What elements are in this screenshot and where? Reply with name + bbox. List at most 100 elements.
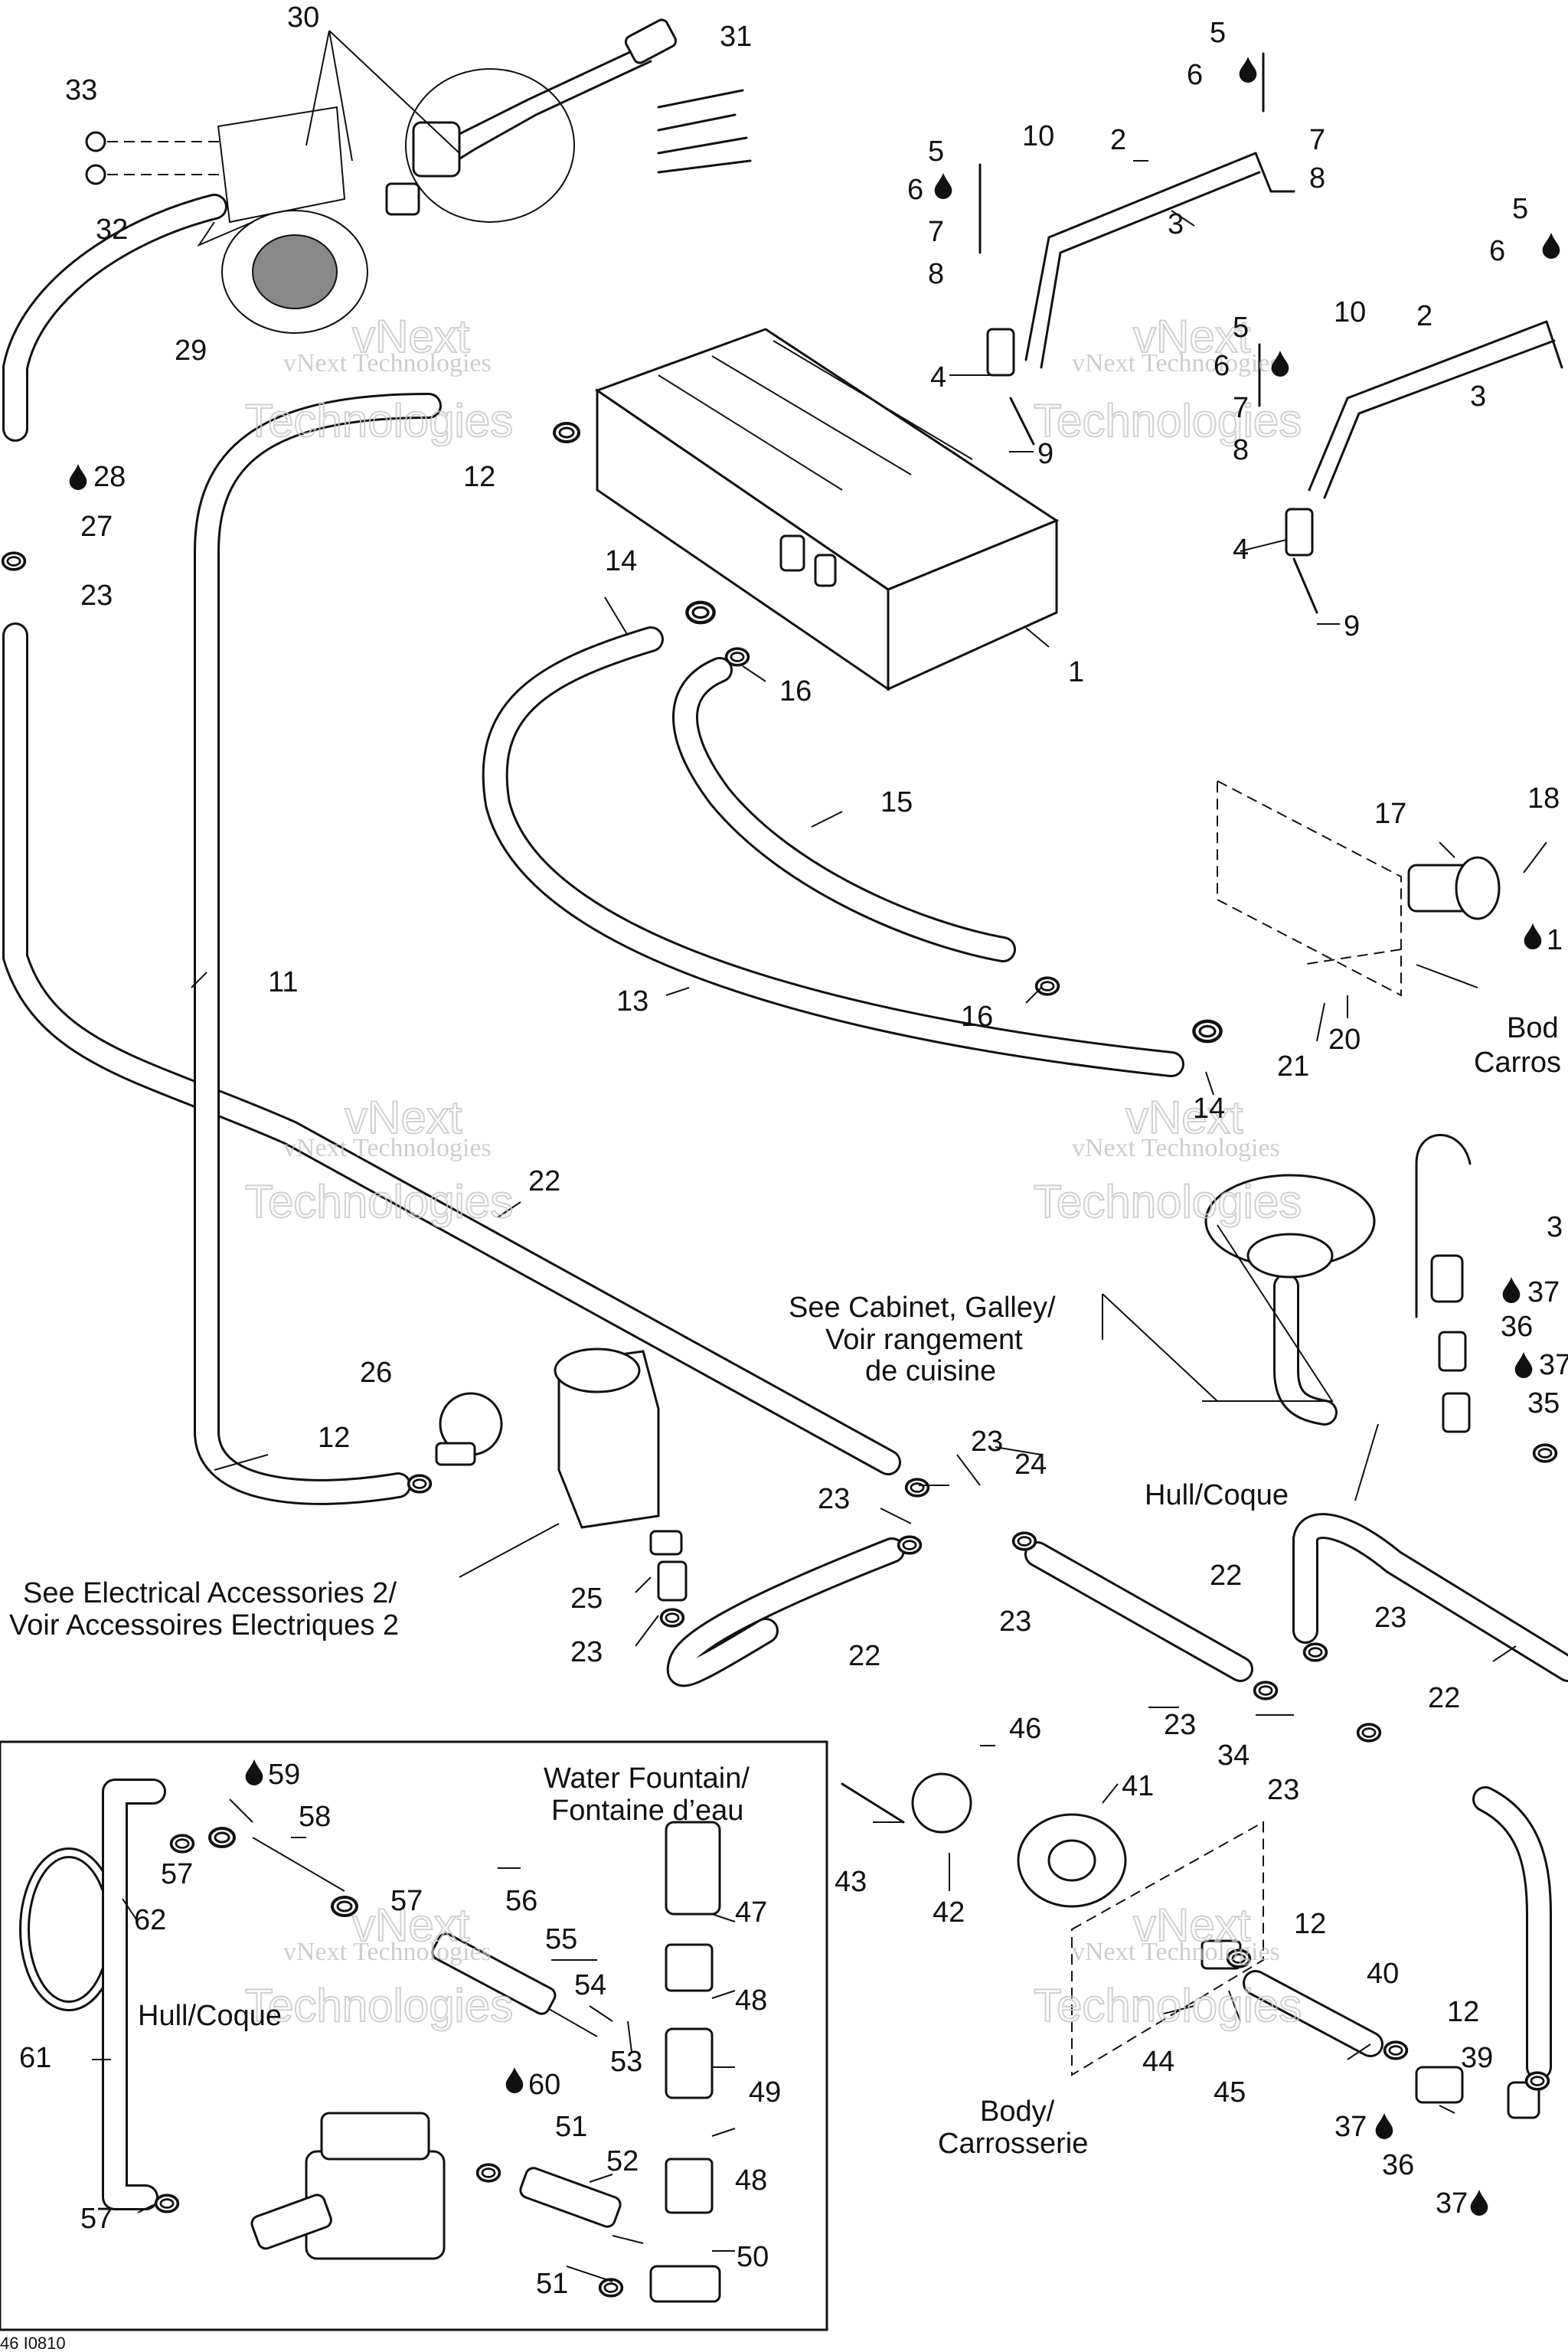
callout-33: 33 <box>65 74 97 106</box>
callout-5: 5 <box>1210 17 1226 49</box>
sealant-drop-icon <box>1524 923 1542 949</box>
note-hull-coque: Hull/Coque <box>1145 1479 1289 1511</box>
callout-40: 40 <box>1367 1958 1399 1990</box>
callout-2: 2 <box>1416 300 1432 332</box>
callout-55: 55 <box>545 1923 577 1955</box>
callout-23: 23 <box>570 1636 603 1668</box>
watermark-text: vNext Technologies <box>283 1134 492 1162</box>
callout-23: 23 <box>971 1426 1003 1458</box>
watermark-text: vNext Technologies <box>1072 349 1280 377</box>
callout-7: 7 <box>928 216 944 248</box>
callout-28: 28 <box>93 461 126 493</box>
callout-12: 12 <box>318 1422 350 1454</box>
callout-5: 5 <box>1233 312 1249 344</box>
callout-26: 26 <box>360 1357 392 1389</box>
callout-59: 59 <box>268 1759 300 1791</box>
callout-50: 50 <box>737 2241 769 2273</box>
callout-61: 61 <box>19 2042 51 2074</box>
callout-5: 5 <box>1512 193 1528 225</box>
callout-17: 17 <box>1374 798 1406 830</box>
callout-4: 4 <box>1233 534 1249 566</box>
callout-37: 37 <box>1527 1276 1560 1308</box>
callout-8: 8 <box>1309 162 1325 194</box>
watermark-text: Technologies <box>245 395 513 446</box>
callout-23: 23 <box>1374 1602 1406 1634</box>
sink <box>1204 1134 1472 1433</box>
callout-9: 9 <box>1037 438 1054 470</box>
note-body: Body/ <box>980 2096 1055 2128</box>
note-electrical: See Electrical Accessories 2/ <box>23 1577 397 1609</box>
watermark-text: vNext <box>1133 1900 1251 1951</box>
watermark-text: vNext <box>1133 311 1251 362</box>
callout-39: 39 <box>1461 2042 1493 2074</box>
callout-6: 6 <box>1489 235 1505 267</box>
note-body-top: Bod <box>1507 1012 1559 1044</box>
notes: Bod Carros See Cabinet, Galley/ Voir ran… <box>0 1012 1561 2352</box>
callout-27: 27 <box>80 511 113 543</box>
callout-22: 22 <box>528 1165 560 1197</box>
callout-12: 12 <box>1447 1996 1479 2028</box>
watermark-text: vNext <box>345 1092 462 1143</box>
callout-44: 44 <box>1142 2046 1174 2078</box>
deck-fitting-assembly <box>85 18 752 334</box>
callout-14: 14 <box>1193 1093 1225 1125</box>
callout-57: 57 <box>390 1885 423 1917</box>
watermark-text: vNext Technologies <box>283 1938 492 1966</box>
note-fountain: Fontaine d’eau <box>551 1795 743 1827</box>
watermark-text: Technologies <box>1034 395 1302 446</box>
sealant-drop-icon <box>245 1759 263 1785</box>
note-carrosserie: Carrosserie <box>938 2128 1088 2160</box>
note-electrical: Voir Accessoires Electriques 2 <box>9 1609 399 1642</box>
note-cabinet: de cuisine <box>865 1355 996 1387</box>
sealant-drop-icon <box>69 464 87 490</box>
callout-58: 58 <box>299 1801 331 1833</box>
callout-20: 20 <box>1328 1024 1361 1056</box>
callout-8: 8 <box>928 258 944 290</box>
callout-54: 54 <box>574 1969 606 2001</box>
sealant-drop-icon <box>1470 2190 1488 2216</box>
watermark-text: vNext Technologies <box>1072 1938 1280 1966</box>
sealant-drop-icon <box>1239 57 1257 83</box>
callout-10: 10 <box>1022 120 1054 152</box>
callout-45: 45 <box>1214 2076 1246 2109</box>
callout-37: 37 <box>1436 2187 1468 2220</box>
callout-22: 22 <box>1428 1682 1460 1714</box>
callout-46: 46 <box>1009 1713 1041 1745</box>
callout-62: 62 <box>134 1904 166 1936</box>
tank-brackets <box>978 52 1563 614</box>
callout-7: 7 <box>1233 392 1249 424</box>
watermark-text: Technologies <box>245 1980 513 2031</box>
callout-23: 23 <box>818 1483 850 1515</box>
callout-34: 34 <box>1217 1740 1250 1772</box>
note-cabinet: Voir rangement <box>825 1324 1023 1356</box>
note-fountain: Water Fountain/ <box>544 1762 750 1795</box>
callout-15: 15 <box>880 786 913 818</box>
callout-48: 48 <box>735 1984 767 2017</box>
note-cabinet: See Cabinet, Galley/ <box>789 1292 1056 1324</box>
callout-29: 29 <box>175 335 207 367</box>
callout-3: 3 <box>1470 381 1486 413</box>
callout-12: 12 <box>1294 1908 1326 1940</box>
callout-42: 42 <box>933 1896 965 1929</box>
callout-24: 24 <box>1014 1449 1047 1481</box>
callout-11: 11 <box>268 966 298 998</box>
sealant-drop-icon <box>1502 1277 1521 1303</box>
callout-37: 37 <box>1539 1349 1568 1381</box>
sealant-drop-icon <box>1375 2113 1393 2139</box>
sealant-drop-icon <box>505 2067 524 2093</box>
watermark-text: vNext <box>1125 1092 1243 1143</box>
watermark-text: vNext <box>352 1900 470 1951</box>
callout-43: 43 <box>835 1866 867 1898</box>
callout-8: 8 <box>1233 434 1249 466</box>
note-carrosserie-top: Carros <box>1474 1047 1561 1079</box>
watermark-text: Technologies <box>245 1176 513 1227</box>
callout-18: 18 <box>1527 782 1560 815</box>
callout-60: 60 <box>528 2069 560 2101</box>
watermark-text: vNext Technologies <box>1072 1134 1280 1162</box>
callout-16: 16 <box>779 675 812 707</box>
watermark-text: vNext Technologies <box>283 349 492 377</box>
callout-22: 22 <box>1210 1560 1242 1592</box>
callout-7: 7 <box>1309 124 1325 156</box>
callout-56: 56 <box>505 1885 537 1917</box>
